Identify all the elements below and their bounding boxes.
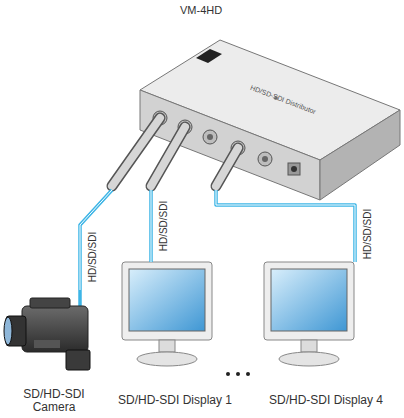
ellipsis-dot [236, 372, 240, 376]
camera-panel [34, 340, 60, 348]
cable-stub [78, 290, 82, 306]
logo-mark [196, 49, 222, 63]
sdi-cable [216, 190, 355, 262]
bnc-plug-outline [151, 127, 185, 186]
bnc-plug-outline [216, 148, 238, 186]
monitor-neck [159, 340, 175, 352]
display-device: SD/HD-SDI Display 1 [100, 262, 250, 407]
monitor-screen [271, 269, 347, 331]
power-jack [288, 163, 300, 175]
camera-body [22, 306, 88, 352]
display-device: SD/HD-SDI Display 4 [250, 262, 402, 407]
cable-core [216, 190, 355, 262]
cable-label: HD/SD/SDI [362, 209, 373, 260]
cable-label: HD/SD/SDI [158, 201, 169, 252]
power-pin [291, 166, 297, 172]
camera-handle [30, 298, 70, 308]
bnc-plug [216, 148, 238, 186]
ellipsis-dot [246, 372, 250, 376]
cable-core [80, 190, 112, 290]
cable-label: HD/SD/SDI [87, 232, 98, 283]
device-name: VM-4HD [180, 4, 222, 17]
cable-core [151, 190, 152, 262]
bnc-jack [203, 130, 217, 144]
ellipsis-dot [226, 372, 230, 376]
device-caption: SD/HD-SDI Display 4 [269, 394, 383, 407]
bnc-jack [258, 152, 272, 166]
device-caption: SD/HD-SDI Display 1 [118, 394, 232, 407]
sdi-cable [149, 190, 153, 262]
monitor-frame [122, 262, 212, 340]
camera-device: SD/HD-SDI Camera [2, 290, 106, 414]
device-unit: VM-4HD [60, 4, 400, 190]
bnc-plug [151, 127, 185, 186]
monitor-base [279, 352, 339, 366]
camera-battery [66, 350, 90, 370]
bnc-pin [207, 134, 213, 140]
sdi-cable [80, 190, 112, 290]
monitor-base [137, 352, 197, 366]
lens-glass [4, 317, 12, 345]
monitor-frame [264, 262, 354, 340]
monitor-screen [129, 269, 205, 331]
bnc-pin [262, 156, 268, 162]
device-caption: SD/HD-SDI Camera [2, 388, 106, 414]
monitor-neck [301, 340, 317, 352]
device-side [320, 110, 400, 200]
